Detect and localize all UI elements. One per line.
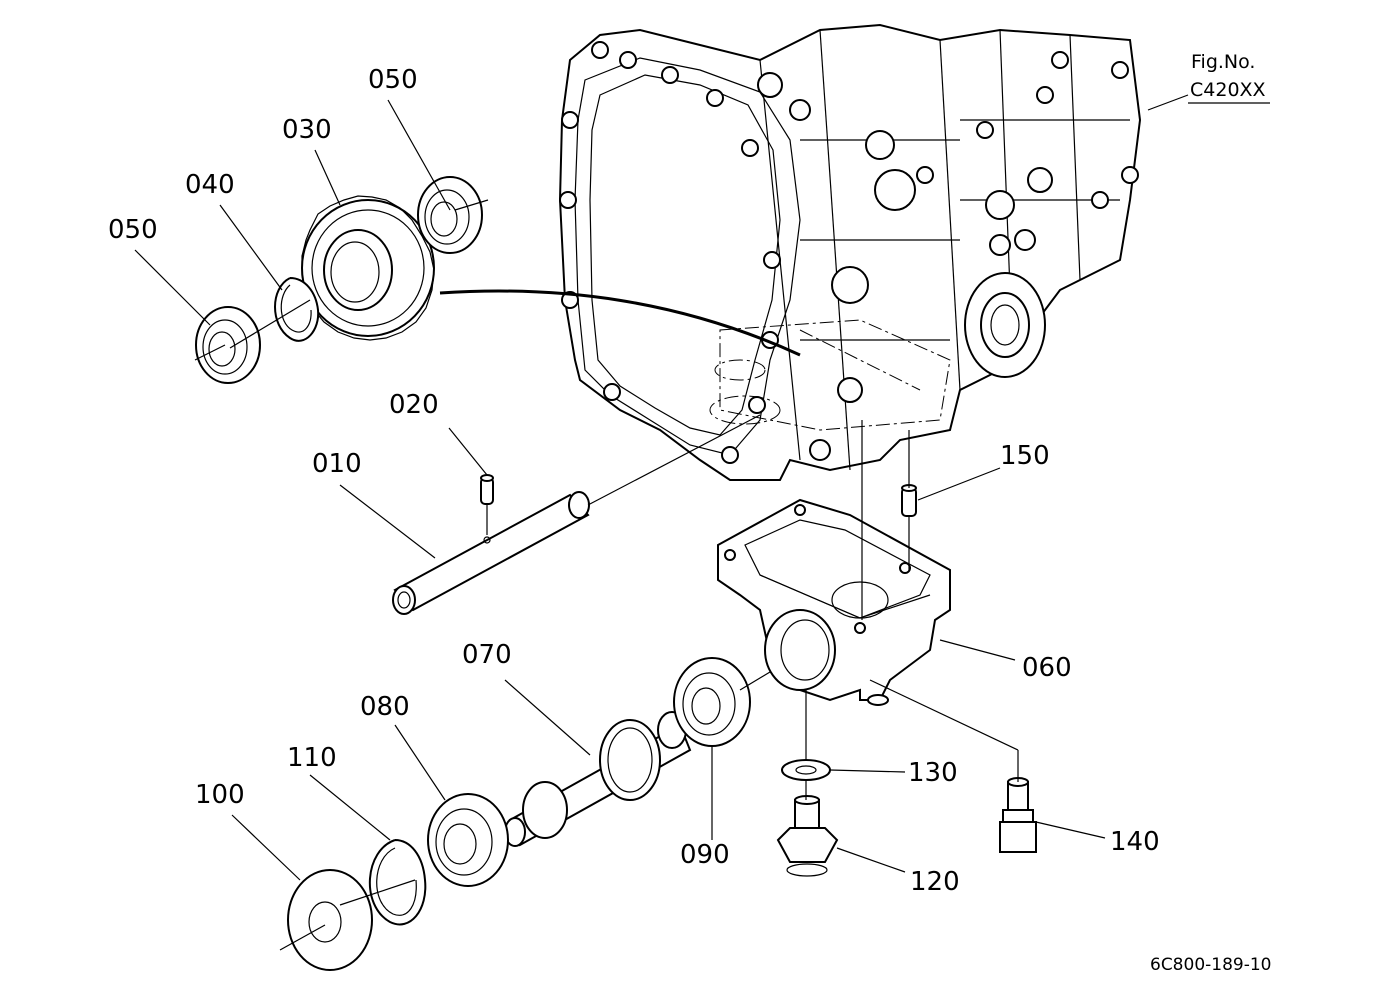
snap-ring-040 — [274, 277, 320, 342]
oil-seal-100 — [287, 869, 373, 971]
bearing-050-left — [195, 306, 261, 384]
washer-130 — [781, 759, 831, 781]
bearing-090 — [673, 657, 751, 747]
part-label-110: 110 — [287, 743, 337, 773]
part-label-100: 100 — [195, 780, 245, 810]
gear-030 — [301, 195, 435, 341]
plug-120 — [776, 795, 839, 877]
part-label-070: 070 — [462, 640, 512, 670]
part-label-060: 060 — [1022, 653, 1072, 683]
gear-housing-060 — [717, 498, 951, 706]
bearing-050-top — [417, 176, 483, 254]
pin-150 — [901, 484, 917, 517]
part-label-130: 130 — [908, 758, 958, 788]
transmission-case — [558, 23, 1142, 481]
part-label-050-top: 050 — [368, 65, 418, 95]
fig-no-label: Fig.No. — [1191, 51, 1255, 73]
pin-020 — [480, 474, 494, 505]
part-label-050-left: 050 — [108, 215, 158, 245]
part-label-080: 080 — [360, 692, 410, 722]
bearing-080 — [427, 793, 509, 887]
part-label-040: 040 — [185, 170, 235, 200]
snap-ring-110 — [369, 839, 427, 926]
part-label-140: 140 — [1110, 827, 1160, 857]
leader-lines — [134, 94, 1270, 951]
fitting-140 — [999, 777, 1037, 853]
part-label-150: 150 — [1000, 441, 1050, 471]
drawing-code: 6C800-189-10 — [1150, 955, 1271, 975]
fig-no-value: C420XX — [1190, 79, 1266, 101]
part-label-090: 090 — [680, 840, 730, 870]
part-label-020: 020 — [389, 390, 439, 420]
shaft-gear-070 — [504, 711, 692, 847]
part-label-030: 030 — [282, 115, 332, 145]
part-labels: 050 030 040 050 020 010 150 060 070 080 … — [108, 65, 1160, 897]
part-label-010: 010 — [312, 449, 362, 479]
shaft-010 — [392, 491, 590, 615]
part-label-120: 120 — [910, 867, 960, 897]
